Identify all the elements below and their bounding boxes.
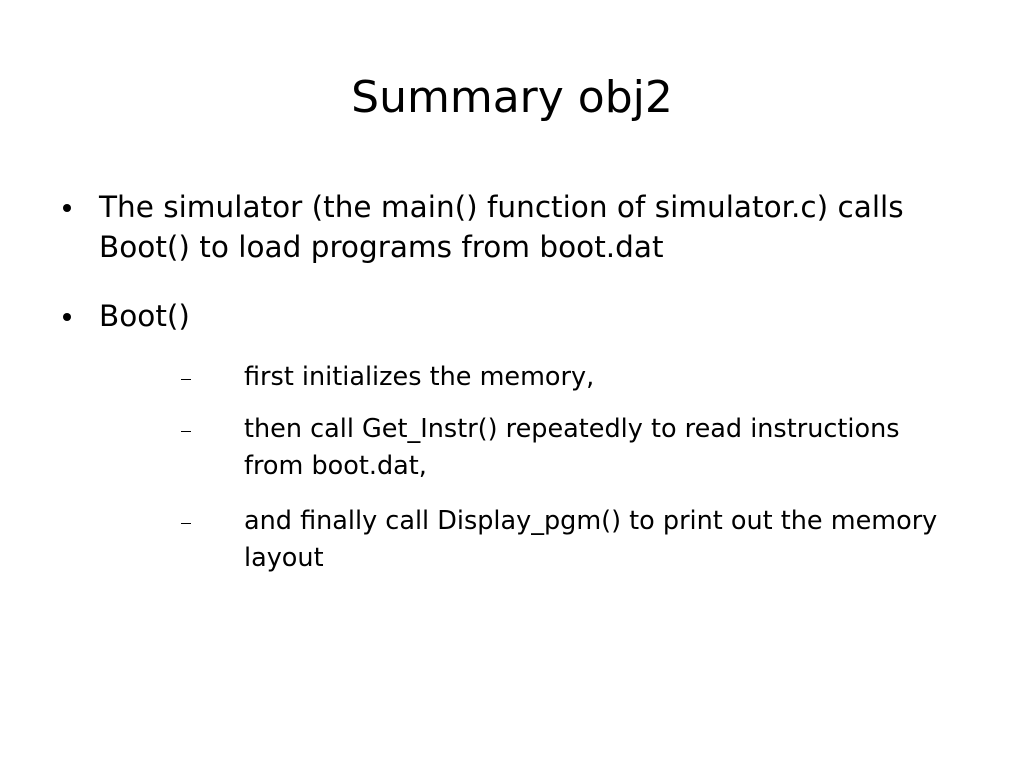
sub-bullet-text: then call Get_Instr() repeatedly to read… — [244, 414, 900, 481]
bullet-text: Boot() — [99, 299, 190, 333]
bullet-item: Boot() — [63, 296, 979, 336]
sub-bullet-item: and finally call Display_pgm() to print … — [181, 503, 944, 577]
bullet-text: The simulator (the main() function of si… — [99, 190, 904, 264]
sub-bullet-text: first initializes the memory, — [244, 362, 595, 392]
sub-bullet-text: and finally call Display_pgm() to print … — [244, 506, 938, 573]
slide-title: Summary obj2 — [351, 72, 673, 123]
dash-bullet-icon — [181, 523, 191, 524]
sub-bullet-item: first initializes the memory, — [181, 359, 944, 396]
sub-bullet-item: then call Get_Instr() repeatedly to read… — [181, 411, 944, 485]
bullet-dot-icon — [63, 204, 71, 212]
bullet-dot-icon — [63, 313, 71, 321]
dash-bullet-icon — [181, 379, 191, 380]
bullet-item: The simulator (the main() function of si… — [63, 187, 979, 267]
dash-bullet-icon — [181, 431, 191, 432]
